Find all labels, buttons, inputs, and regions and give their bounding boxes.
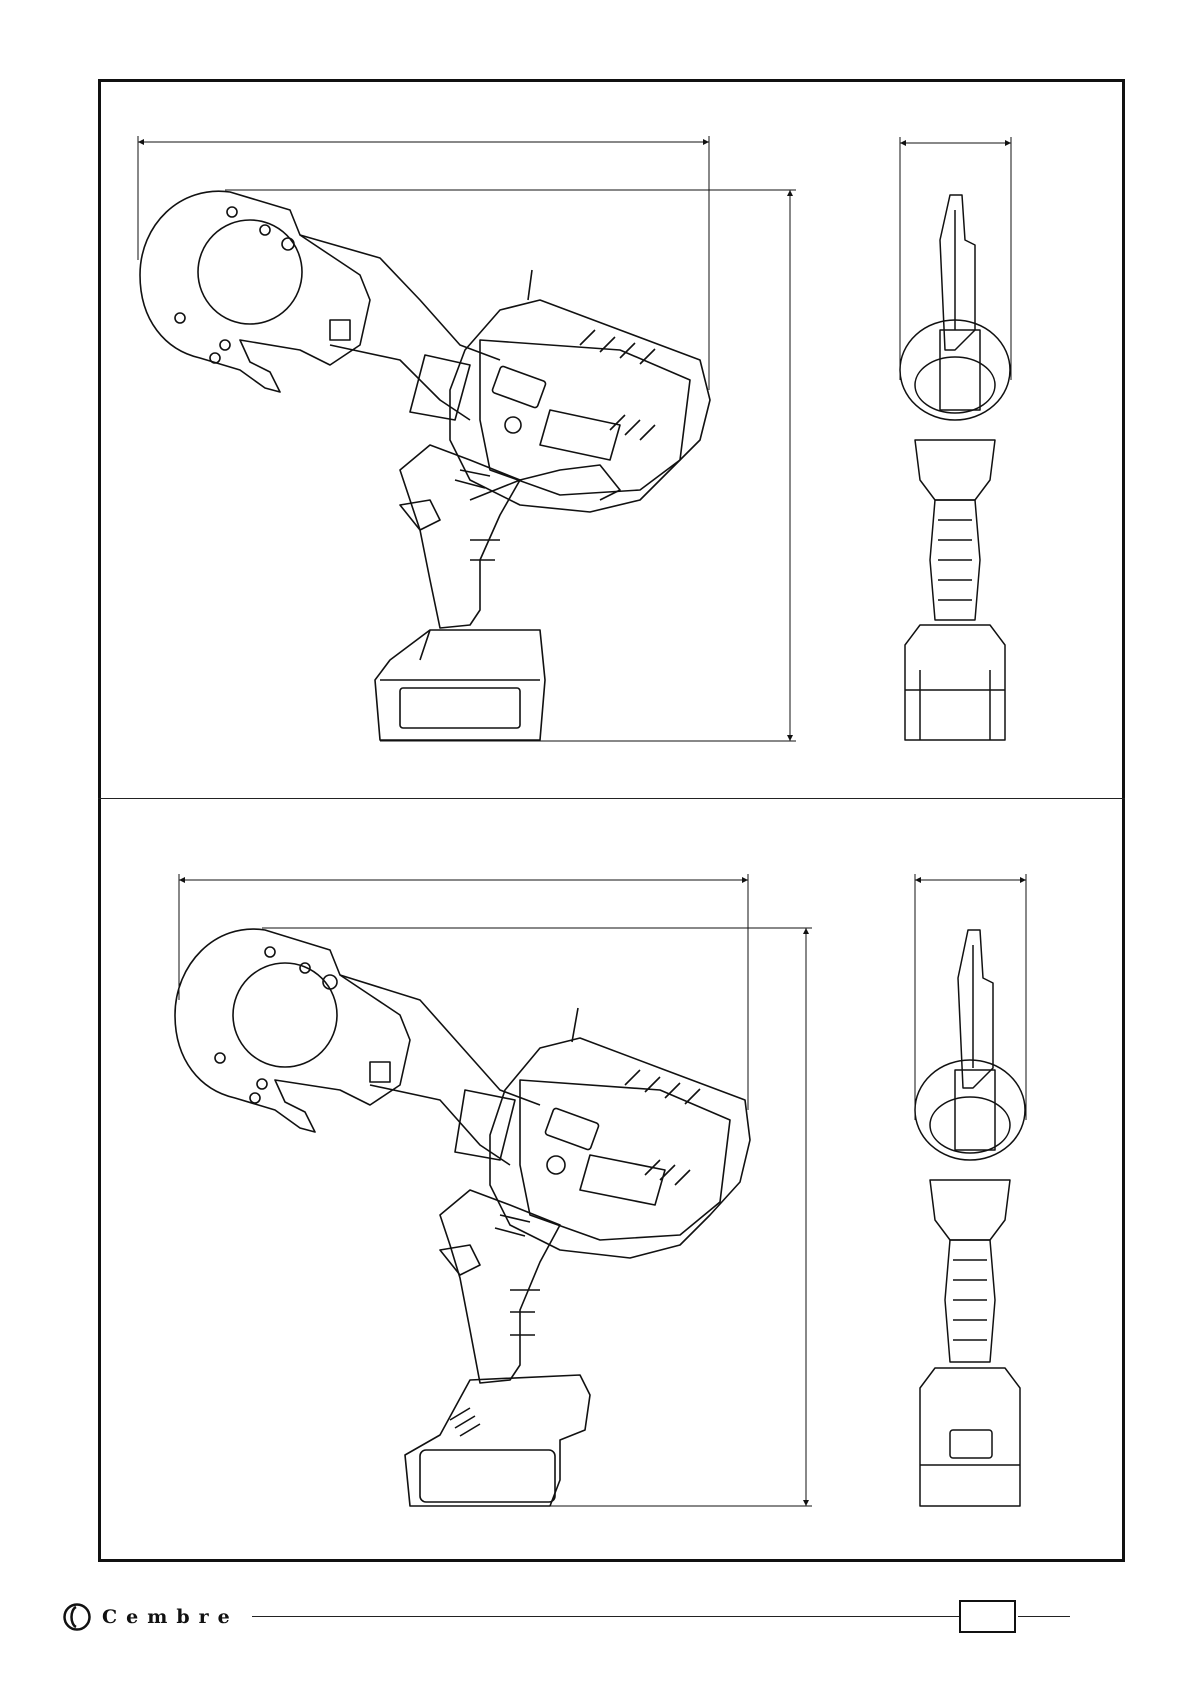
footer-rule: [252, 1616, 959, 1617]
footer-rule-right: [1018, 1616, 1070, 1617]
lower-front-width-dimension: [915, 874, 1026, 1120]
lower-motor-body: [490, 1038, 750, 1258]
upper-side-view: [138, 136, 796, 741]
lower-battery: [405, 1375, 590, 1506]
brand-name: Cembre: [102, 1606, 239, 1628]
upper-height-dimension: [225, 190, 796, 741]
lower-side-view: [175, 874, 812, 1506]
lower-width-dimension: [179, 874, 748, 1110]
lower-front-view: [915, 874, 1026, 1506]
upper-grip: [400, 445, 520, 628]
upper-crimp-head: [140, 191, 370, 392]
page-number-box: [959, 1600, 1016, 1633]
cembre-logo-icon: [62, 1602, 92, 1632]
lower-crimp-head: [175, 929, 410, 1132]
upper-motor-body: [450, 300, 710, 512]
upper-front-view: [900, 137, 1011, 740]
footer-brand: Cembre: [62, 1600, 239, 1634]
